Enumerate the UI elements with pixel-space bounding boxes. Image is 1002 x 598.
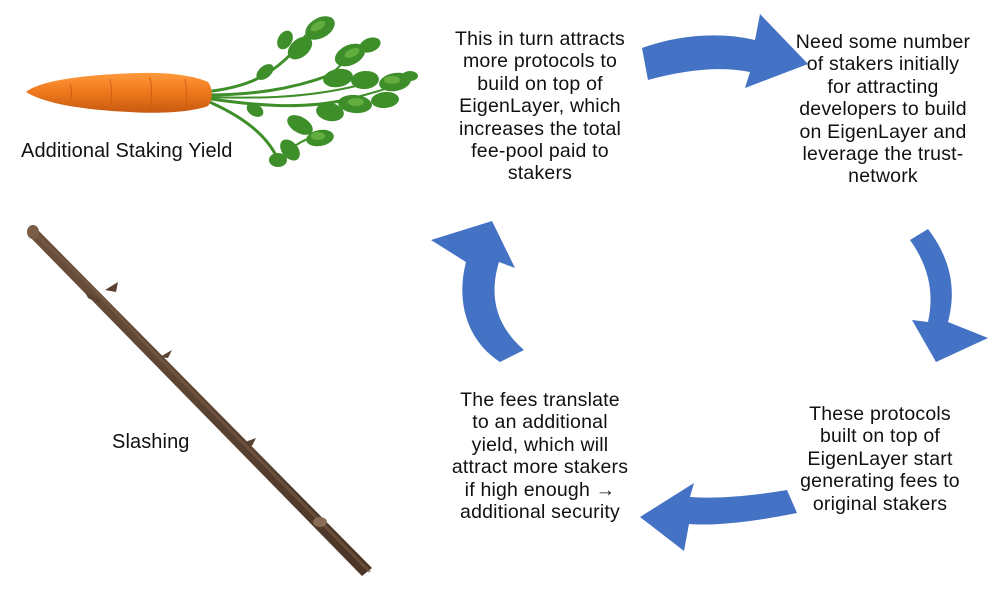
cycle-arrow-left bbox=[431, 221, 524, 362]
cycle-step-bottom-left: The fees translate to an additional yiel… bbox=[451, 389, 629, 524]
carrot-label: Additional Staking Yield bbox=[21, 140, 233, 162]
carrot-icon bbox=[26, 72, 212, 113]
carrot-ridges bbox=[69, 76, 188, 111]
stick-icon bbox=[27, 225, 372, 576]
carrot-leaf-highlights bbox=[310, 20, 400, 140]
cycle-arrow-right bbox=[910, 229, 988, 362]
cycle-arrow-top bbox=[642, 14, 808, 88]
carrot-leaf-clusters bbox=[246, 16, 418, 167]
cycle-step-top-right: Need some number of stakers initially fo… bbox=[795, 31, 971, 188]
stick-label: Slashing bbox=[112, 431, 190, 453]
cycle-arrow-bottom bbox=[640, 483, 797, 551]
cycle-step-bottom-right: These protocols built on top of EigenLay… bbox=[800, 403, 960, 515]
cycle-step-top-left: This in turn attracts more protocols to … bbox=[454, 28, 625, 185]
